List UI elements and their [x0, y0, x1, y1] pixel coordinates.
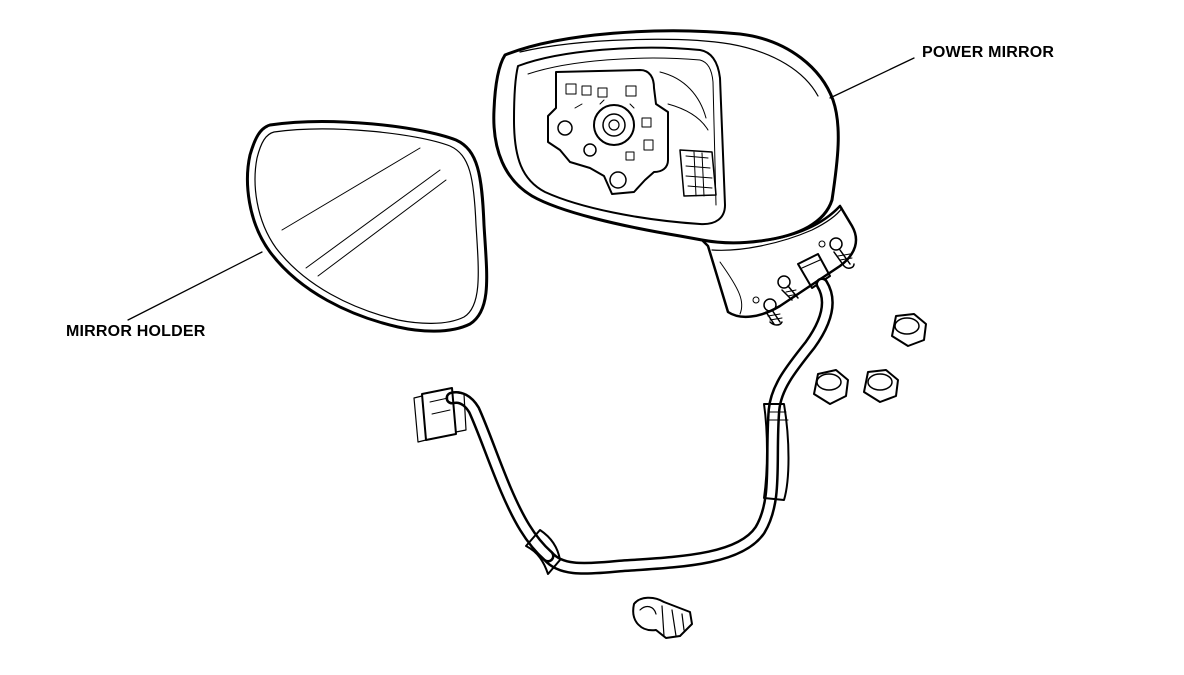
mounting-stud	[829, 237, 855, 269]
harness-clip	[632, 596, 693, 639]
mounting-stud	[777, 275, 799, 301]
mirror-holder-label: MIRROR HOLDER	[66, 323, 206, 340]
flange-nut	[863, 369, 899, 403]
power-mirror-leader-line	[829, 57, 915, 99]
wire-harness	[445, 277, 834, 575]
base-connector	[797, 253, 831, 289]
glass-reflection-line	[281, 147, 421, 231]
power-mirror	[492, 29, 858, 326]
harness-grommet	[525, 529, 561, 575]
mirror-base	[700, 204, 858, 319]
internal-connector	[679, 149, 717, 197]
actuator-pivot	[593, 104, 635, 146]
harness-grommet	[763, 403, 790, 501]
mirror-actuator	[547, 69, 669, 195]
power-mirror-label: POWER MIRROR	[922, 44, 1055, 61]
mirror-holder	[245, 120, 489, 333]
mirror-holder-leader-line	[127, 251, 263, 321]
harness-connector	[413, 387, 467, 443]
flange-nut	[891, 313, 927, 347]
glass-reflection-line	[317, 179, 447, 277]
mounting-stud	[763, 298, 783, 326]
flange-nut	[813, 369, 849, 405]
glass-reflection-line	[305, 169, 441, 269]
